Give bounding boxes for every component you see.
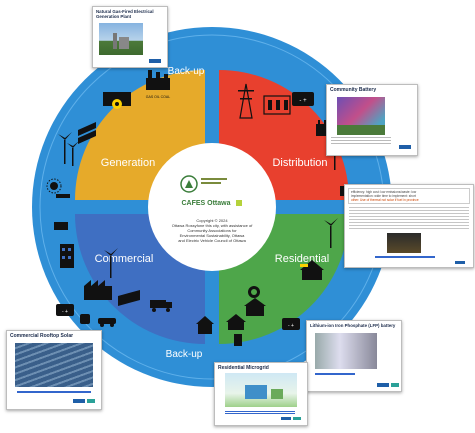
copyright-line: Copyright © 2024	[196, 218, 228, 223]
copyright-block: Copyright © 2024 Ottawa Rossyfone this c…	[172, 218, 254, 243]
card-logo	[281, 417, 291, 420]
copyright-line: Environmental Sustainability, Ottawa	[180, 233, 246, 238]
gas-tank-icon	[80, 314, 90, 324]
house-icon	[300, 260, 324, 280]
svg-text:- +: - +	[62, 309, 68, 315]
card-logo	[293, 417, 301, 420]
battery-icon: - +	[56, 304, 74, 316]
card-logo	[455, 261, 465, 264]
center-circle	[148, 143, 276, 271]
logo-line	[201, 178, 227, 180]
card-logo	[391, 383, 399, 387]
backup-label-top: Back-up	[168, 66, 205, 77]
card-title: Community Battery	[330, 87, 377, 93]
factory-icon	[146, 70, 170, 90]
microgrid-card[interactable]: Residential Microgrid	[214, 362, 308, 426]
wind-turbine-icon	[58, 132, 72, 164]
card-title: Residential Microgrid	[218, 365, 269, 371]
copyright-line: Community Associations for	[187, 228, 237, 233]
commercial-icons: - +	[54, 222, 172, 327]
building-icon	[60, 244, 74, 268]
panel-icon	[56, 194, 70, 198]
distribution-label: Distribution	[272, 157, 327, 169]
solar-farm-icon	[78, 122, 96, 144]
panel-icon	[54, 222, 68, 230]
vpp-attribute-line: implementation: wide time to implement: …	[351, 194, 416, 198]
wind-turbine-icon	[104, 248, 118, 278]
substation-icon	[263, 95, 291, 115]
residential-icons: - +	[196, 218, 338, 346]
cafes-logo: CAFES Ottawa	[180, 175, 242, 207]
logo-line	[201, 182, 221, 184]
card-title: Natural Gas-Fired Electrical Generation …	[96, 9, 154, 19]
community-battery-card[interactable]: Community Battery	[326, 84, 418, 156]
backup-label-bottom: Back-up	[166, 349, 203, 360]
rooftop-solar-photo	[15, 343, 93, 387]
card-title: Lithium-ion Iron Phosphate (LFP) battery	[310, 323, 396, 328]
microgrid-illustration	[225, 373, 297, 407]
vpp-video-thumbnail[interactable]	[387, 233, 421, 253]
card-logo	[87, 399, 95, 403]
card-caption[interactable]	[17, 391, 91, 393]
vpp-card[interactable]: efficiency: high cost: low emissions/was…	[344, 184, 474, 268]
card-logo	[73, 399, 85, 403]
card-caption[interactable]	[315, 373, 355, 375]
copyright-line: Ottawa Rossyfone this city, with assista…	[172, 223, 254, 228]
truck-icon	[150, 300, 172, 312]
vpp-link[interactable]	[375, 256, 435, 258]
nuclear-plant-icon	[103, 92, 131, 109]
battery-icon: - +	[292, 92, 314, 106]
house-icon	[226, 314, 246, 330]
vpp-body-text	[349, 207, 469, 229]
wind-turbine-icon	[324, 218, 338, 248]
gas-plant-card[interactable]: Natural Gas-Fired Electrical Generation …	[92, 6, 168, 68]
card-caption	[331, 137, 391, 145]
transmission-tower-icon	[238, 83, 254, 119]
residential-label: Residential	[275, 253, 329, 265]
gas-plant-photo	[99, 23, 143, 55]
barn-icon	[196, 316, 214, 334]
factory-icon	[84, 280, 112, 300]
lfp-battery-photo	[315, 333, 377, 369]
gas-oil-coal-label: GAS OIL COAL	[146, 95, 170, 99]
solar-panel-icon	[118, 290, 140, 306]
vpp-header-box: efficiency: high cost: low emissions/was…	[348, 188, 470, 204]
sun-icon	[46, 178, 62, 194]
commercial-label: Commercial	[95, 253, 154, 265]
ev-charger-icon	[234, 334, 242, 346]
card-logo	[377, 383, 389, 387]
generation-label: Generation	[101, 157, 155, 169]
svg-text:- +: - +	[288, 323, 294, 329]
vpp-attribute-line: efficiency: high cost: low emissions/was…	[351, 190, 417, 194]
copyright-line: and Electric Vehicle Council of Ottawa	[178, 238, 246, 243]
card-caption[interactable]	[225, 411, 295, 415]
logo-swoosh	[236, 200, 242, 206]
logo-tree-icon	[185, 180, 193, 188]
battery-icon: - +	[282, 318, 300, 330]
svg-text:- +: - +	[299, 98, 307, 104]
wind-turbine-icon	[67, 141, 79, 166]
card-logo	[149, 59, 161, 63]
card-logo	[399, 145, 411, 149]
power-meter-icon	[248, 286, 260, 298]
car-icon	[98, 318, 116, 327]
vpp-attribute-line: other: Use of thermal not solar if fuel …	[351, 198, 419, 202]
card-title: Commercial Rooftop Solar	[10, 333, 74, 339]
logo-text: CAFES Ottawa	[181, 200, 230, 207]
lfp-battery-card[interactable]: Lithium-ion Iron Phosphate (LFP) battery	[306, 320, 402, 392]
battery-photo	[337, 97, 385, 135]
house-icon	[244, 298, 266, 316]
rooftop-solar-card[interactable]: Commercial Rooftop Solar	[6, 330, 102, 410]
generation-icons: GAS OIL COAL	[46, 70, 170, 198]
